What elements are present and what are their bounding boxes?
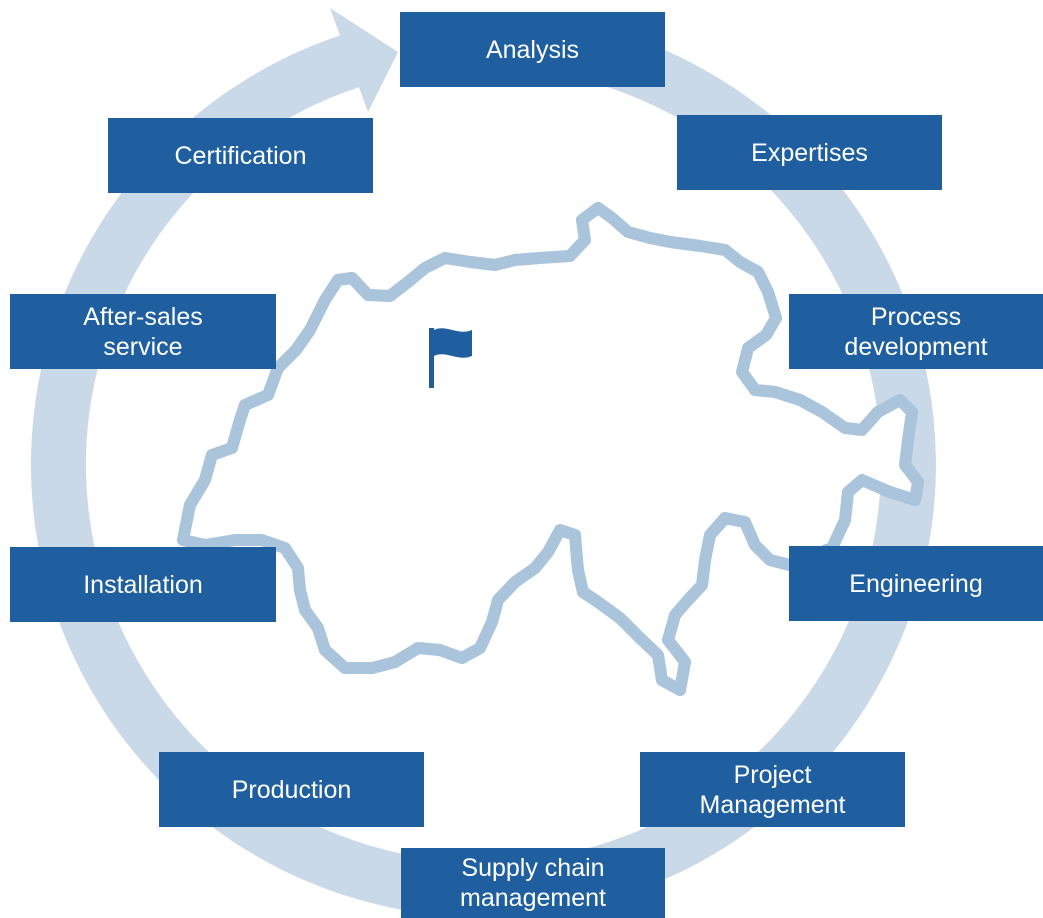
stage-after-sales-service: After-sales service [10, 294, 276, 369]
switzerland-outline-icon [177, 202, 924, 696]
stage-production: Production [159, 752, 424, 827]
cycle-arrowhead-icon [330, 8, 398, 112]
stage-supply-chain-management: Supply chain management [401, 848, 665, 918]
stage-process-development: Process development [789, 294, 1043, 369]
stage-expertises: Expertises [677, 115, 942, 190]
stage-engineering: Engineering [789, 546, 1043, 621]
stage-installation: Installation [10, 547, 276, 622]
stage-certification: Certification [108, 118, 373, 193]
stage-analysis: Analysis [400, 12, 665, 87]
stage-project-management: Project Management [640, 752, 905, 827]
flag-icon [429, 328, 472, 388]
